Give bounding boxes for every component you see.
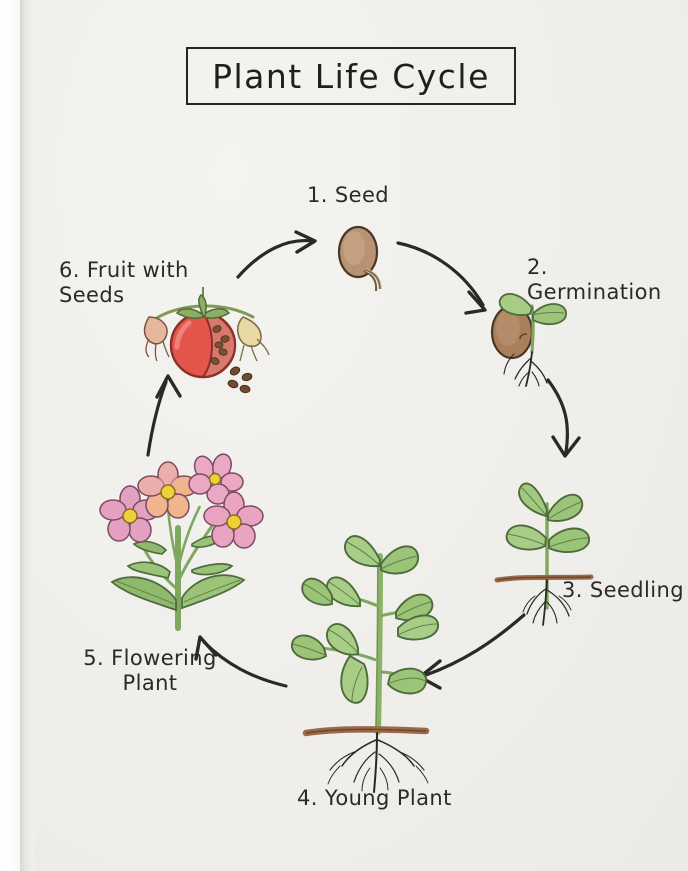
loose-seeds — [227, 366, 253, 394]
stage-label-seedling: 3. Seedling — [562, 578, 684, 602]
title-box: Plant Life Cycle — [186, 47, 516, 105]
arrow-flowering-to-fruit — [146, 374, 182, 457]
illustration-germination — [490, 293, 567, 387]
illustration-seed — [337, 225, 382, 292]
dried-flower-left — [143, 316, 170, 362]
page-edge — [0, 0, 20, 871]
arrow-germination-to-seedling — [546, 378, 581, 458]
illustration-fruit-with-seeds — [143, 287, 270, 394]
arrow-seed-to-germination — [396, 241, 487, 315]
stage-label-flowering-plant: 5. Flowering Plant — [83, 646, 217, 695]
arrow-fruit-to-seed — [236, 230, 317, 279]
tomato-fruit — [169, 287, 237, 379]
illustration-young-plant — [291, 535, 439, 793]
page-title: Plant Life Cycle — [212, 56, 490, 96]
flower-top-right — [188, 453, 244, 505]
stage-label-young-plant: 4. Young Plant — [297, 786, 452, 810]
paper-surface — [34, 0, 688, 871]
illustration-seedling — [494, 482, 594, 626]
flower-left — [99, 485, 160, 543]
page-binding-shadow — [20, 0, 34, 871]
arrow-young-plant-to-flowering — [194, 635, 288, 688]
illustration-flowering-plant — [99, 453, 264, 631]
stage-label-seed: 1. Seed — [307, 183, 390, 207]
stage-label-germination: 2. Germination — [527, 255, 662, 304]
flower-top-middle — [137, 461, 198, 519]
stage-label-fruit-with-seeds: 6. Fruit with Seeds — [59, 258, 189, 307]
flower-right — [203, 491, 264, 549]
dried-flower-right — [237, 316, 270, 362]
